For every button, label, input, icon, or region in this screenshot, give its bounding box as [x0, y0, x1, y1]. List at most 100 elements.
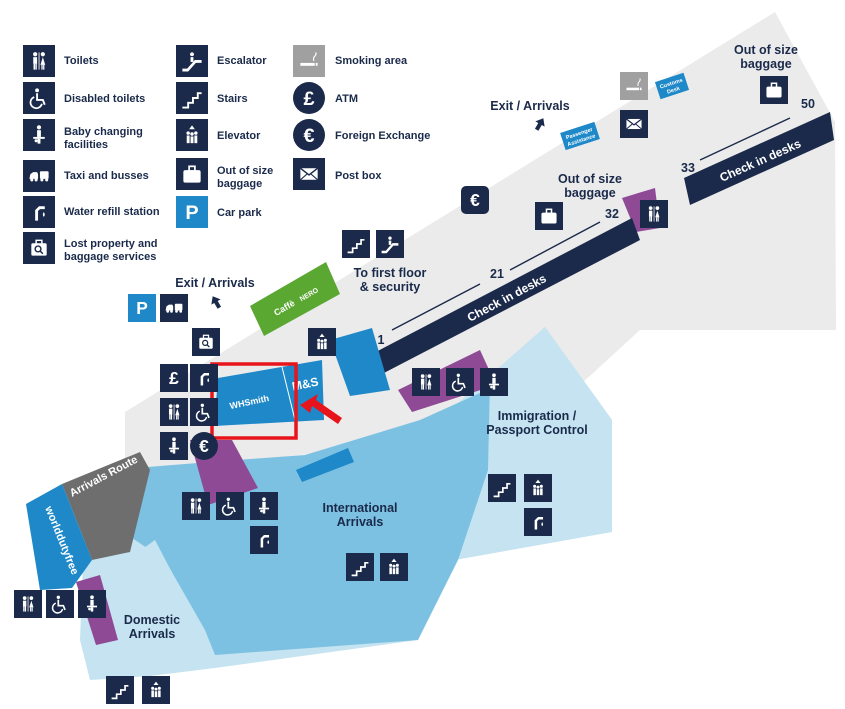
exit-top-arrow-icon	[532, 115, 548, 133]
checkin-line-1	[391, 283, 481, 331]
international-label-2: Arrivals	[337, 515, 384, 529]
map-toilets-checkin-icon-glyph	[648, 206, 660, 222]
desk-50-label: 50	[801, 97, 815, 111]
legend-carpark-icon-symbol: P	[185, 202, 198, 224]
customs-desk-tag[interactable]: Customs Desk	[654, 72, 690, 100]
map-icons: € P £ €	[14, 72, 788, 704]
map-elevator-intl-icon[interactable]	[380, 553, 408, 581]
highlight-pointer	[300, 394, 342, 424]
legend-disabled-icon[interactable]	[23, 82, 55, 114]
map-baby-intl-icon[interactable]	[250, 492, 278, 520]
map-toilets-checkin-icon[interactable]	[640, 200, 668, 228]
grey-concourse	[125, 12, 836, 470]
legend-post-icon[interactable]	[293, 158, 325, 190]
map-suitcase-top-icon[interactable]	[760, 76, 788, 104]
legend-atm-icon[interactable]: £	[293, 82, 325, 114]
map-disabled-dom-icon[interactable]	[46, 590, 74, 618]
legend-post-icon-glyph	[299, 167, 319, 181]
map-toilets-shop-icon[interactable]	[160, 398, 188, 426]
legend-fx-label: Foreign Exchange	[335, 130, 430, 142]
map-toilets-intl-icon[interactable]	[182, 492, 210, 520]
map-water-shop-icon[interactable]	[190, 364, 218, 392]
oos-mid-label-2: baggage	[564, 186, 615, 200]
exit-arrivals-top-label: Exit / Arrivals	[490, 99, 569, 113]
legend-escalator-icon[interactable]	[176, 45, 208, 77]
map-baby-imm-icon[interactable]	[480, 368, 508, 396]
legend-taxi-label: Taxi and busses	[64, 170, 149, 182]
legend-disabled-label: Disabled toilets	[64, 93, 145, 105]
checkin-line-2	[509, 221, 601, 271]
map-toilets-intl-icon-glyph	[190, 498, 202, 514]
legend-toilets-icon[interactable]	[23, 45, 55, 77]
immigration-label-2: Passport Control	[486, 423, 587, 437]
map-water-imm-icon[interactable]	[524, 508, 552, 536]
map-postbox-icon-glyph	[625, 118, 643, 130]
immigration-label-1: Immigration /	[498, 409, 577, 423]
legend-lost-label-2: baggage services	[64, 251, 156, 263]
legend-fx-icon[interactable]: €	[293, 119, 325, 151]
legend-stairs-icon[interactable]	[176, 82, 208, 114]
map-atm-icon[interactable]: £	[160, 364, 188, 392]
map-disabled-intl-icon[interactable]	[216, 492, 244, 520]
map-baby-dom-icon[interactable]	[78, 590, 106, 618]
map-disabled-shop-icon[interactable]	[190, 398, 218, 426]
map-stairs-imm-icon[interactable]	[488, 474, 516, 502]
legend-toilets-label: Toilets	[64, 55, 99, 67]
map-carpark-icon[interactable]: P	[128, 294, 156, 322]
ms-label: M&S	[291, 374, 320, 393]
map-fx-shop-icon-symbol: €	[199, 436, 209, 456]
legend: P £ €	[23, 45, 325, 264]
arrivals-route-band	[62, 452, 150, 560]
legend-labels: Toilets Disabled toilets Baby changing f…	[64, 55, 430, 263]
map-elevator-imm-icon[interactable]	[524, 474, 552, 502]
map-elevator-dom-icon[interactable]	[142, 676, 170, 704]
check-in-bar-main	[372, 218, 640, 375]
map-fx-icon-symbol: €	[470, 190, 480, 210]
domestic-label-1: Domestic	[124, 613, 180, 627]
desk-21-label: 21	[490, 267, 504, 281]
legend-elevator-icon[interactable]	[176, 119, 208, 151]
legend-atm-icon-symbol: £	[303, 88, 314, 110]
legend-carpark-label: Car park	[217, 207, 263, 219]
map-water-intl-icon[interactable]	[250, 526, 278, 554]
map-toilets-imm-icon[interactable]	[412, 368, 440, 396]
legend-fx-icon-symbol: €	[303, 125, 314, 147]
map-toilets-dom-icon-glyph	[22, 596, 34, 612]
map-fx-icon[interactable]: €	[461, 186, 489, 214]
legend-suitcase-icon[interactable]	[176, 158, 208, 190]
map-smoking-icon[interactable]	[620, 72, 648, 100]
legend-lost-icon[interactable]	[23, 232, 55, 264]
map-elevator-shop-icon[interactable]	[308, 328, 336, 356]
desk-1-label: 1	[378, 333, 385, 347]
legend-smoking-icon[interactable]	[293, 45, 325, 77]
legend-baby-icon[interactable]	[23, 119, 55, 151]
legend-taxi-icon[interactable]	[23, 160, 55, 192]
map-taxi-icon[interactable]	[160, 294, 188, 322]
legend-water-icon[interactable]	[23, 196, 55, 228]
international-label-1: International	[322, 501, 397, 515]
map-lost-icon[interactable]	[192, 328, 220, 356]
map-stairs-first-icon[interactable]	[342, 230, 370, 258]
map-stairs-dom-icon[interactable]	[106, 676, 134, 704]
ms-label-group: M&S	[291, 374, 320, 393]
international-arrivals-hall	[95, 393, 505, 655]
legend-lost-label-1: Lost property and	[64, 238, 158, 250]
map-fx-shop-icon[interactable]: €	[190, 432, 218, 460]
checkin-line-3	[699, 117, 791, 161]
domestic-arrivals-zone	[85, 540, 215, 676]
map-suitcase-mid-icon[interactable]	[535, 202, 563, 230]
oos-mid-label-1: Out of size	[558, 172, 622, 186]
map-disabled-imm-icon[interactable]	[446, 368, 474, 396]
legend-oos-label-2: baggage	[217, 178, 262, 190]
map-stairs-intl-icon[interactable]	[346, 553, 374, 581]
map-postbox-icon[interactable]	[620, 110, 648, 138]
floor-plan	[26, 12, 836, 680]
map-baby-shop-icon[interactable]	[160, 432, 188, 460]
legend-baby-label-2: facilities	[64, 139, 108, 151]
map-toilets-dom-icon[interactable]	[14, 590, 42, 618]
legend-smoking-label: Smoking area	[335, 55, 408, 67]
map-escalator-first-icon[interactable]	[376, 230, 404, 258]
legend-carpark-icon[interactable]: P	[176, 196, 208, 228]
